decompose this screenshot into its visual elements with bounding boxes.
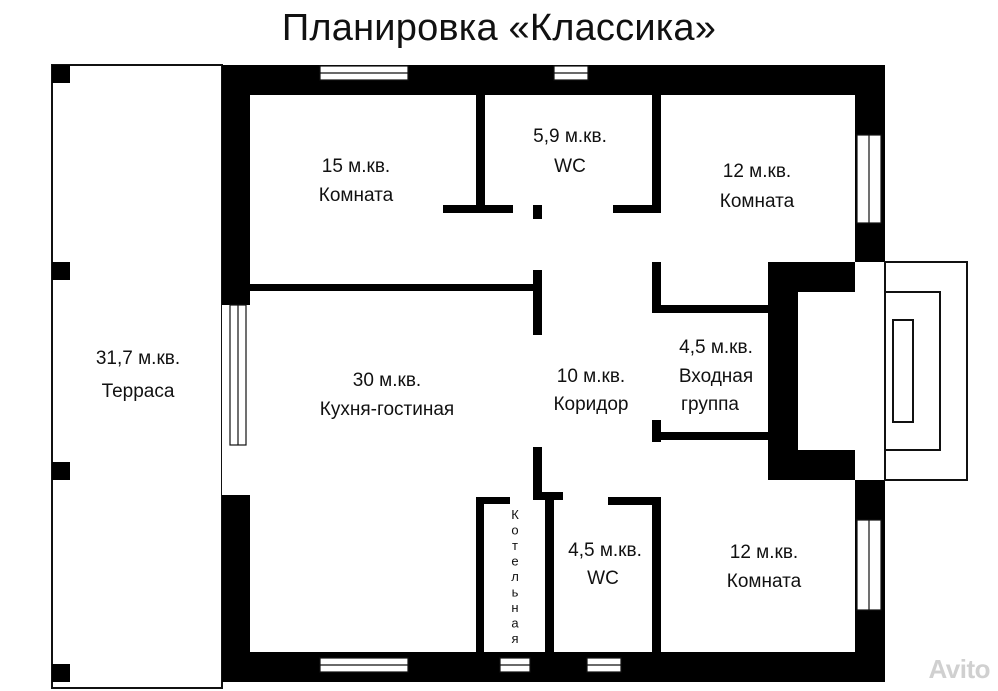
room-bottom-right-area: 12 м.кв. <box>730 542 798 563</box>
corridor-name: Коридор <box>553 394 628 415</box>
boiler-room-letter: я <box>511 631 518 646</box>
room-top-right-name: Комната <box>720 191 795 212</box>
terrace-outline <box>51 64 223 689</box>
room-top-left-name: Комната <box>319 185 394 206</box>
entrance-porch <box>884 261 968 481</box>
room-label-wc-top: 5,9 м.кв. WC <box>533 126 607 177</box>
wc-top-name: WC <box>554 156 586 177</box>
boiler-room-letter: а <box>511 616 519 631</box>
room-label-room-top-left: 15 м.кв. Комната <box>319 156 394 206</box>
boiler-room-letter: т <box>512 538 518 553</box>
windows <box>229 65 882 673</box>
room-label-kitchen-living: 30 м.кв. Кухня-гостиная <box>320 370 454 420</box>
boiler-room-letter: л <box>511 569 519 584</box>
wc-bottom-name: WC <box>587 568 619 589</box>
boiler-room-letter: К <box>511 507 519 522</box>
window-bottom-wc <box>586 657 622 673</box>
boiler-room-letter: н <box>511 600 518 615</box>
corridor-area: 10 м.кв. <box>557 366 625 387</box>
wc-bottom-area: 4,5 м.кв. <box>568 540 642 561</box>
interior-walls <box>250 95 768 652</box>
boiler-room-letter: о <box>511 523 518 538</box>
room-top-left-area: 15 м.кв. <box>322 156 390 177</box>
room-label-room-bottom-right: 12 м.кв. Комната <box>727 542 802 592</box>
window-left-kitchen <box>229 304 247 446</box>
terrace-area: 31,7 м.кв. <box>96 348 180 369</box>
room-label-terrace: 31,7 м.кв. Терраса <box>96 348 180 402</box>
entrance-name-line1: Входная <box>679 366 753 387</box>
entrance-area: 4,5 м.кв. <box>679 337 753 358</box>
window-top-left <box>319 65 409 81</box>
boiler-room-letter: е <box>511 554 518 569</box>
window-right-bottom <box>856 519 882 611</box>
kitchen-living-name: Кухня-гостиная <box>320 399 454 420</box>
room-bottom-right-name: Комната <box>727 571 802 592</box>
avito-watermark-logo: Avito <box>928 654 990 684</box>
boiler-room-letter: ь <box>512 585 519 600</box>
entrance-name-line2: группа <box>681 394 739 415</box>
terrace-name: Терраса <box>102 381 175 402</box>
wc-top-area: 5,9 м.кв. <box>533 126 607 147</box>
window-right-top <box>856 134 882 224</box>
terrace-posts <box>52 65 70 682</box>
window-bottom-left <box>319 657 409 673</box>
kitchen-living-area: 30 м.кв. <box>353 370 421 391</box>
room-top-right-area: 12 м.кв. <box>723 161 791 182</box>
room-label-corridor: 10 м.кв. Коридор <box>553 366 628 415</box>
window-bottom-boiler <box>499 657 531 673</box>
window-top-wc <box>553 65 589 81</box>
room-label-room-top-right: 12 м.кв. Комната <box>720 161 795 212</box>
room-label-wc-bottom: 4,5 м.кв. WC <box>568 540 642 589</box>
room-label-entrance: 4,5 м.кв. Входная группа <box>679 337 753 415</box>
plan-title: Планировка «Классика» <box>281 7 717 49</box>
